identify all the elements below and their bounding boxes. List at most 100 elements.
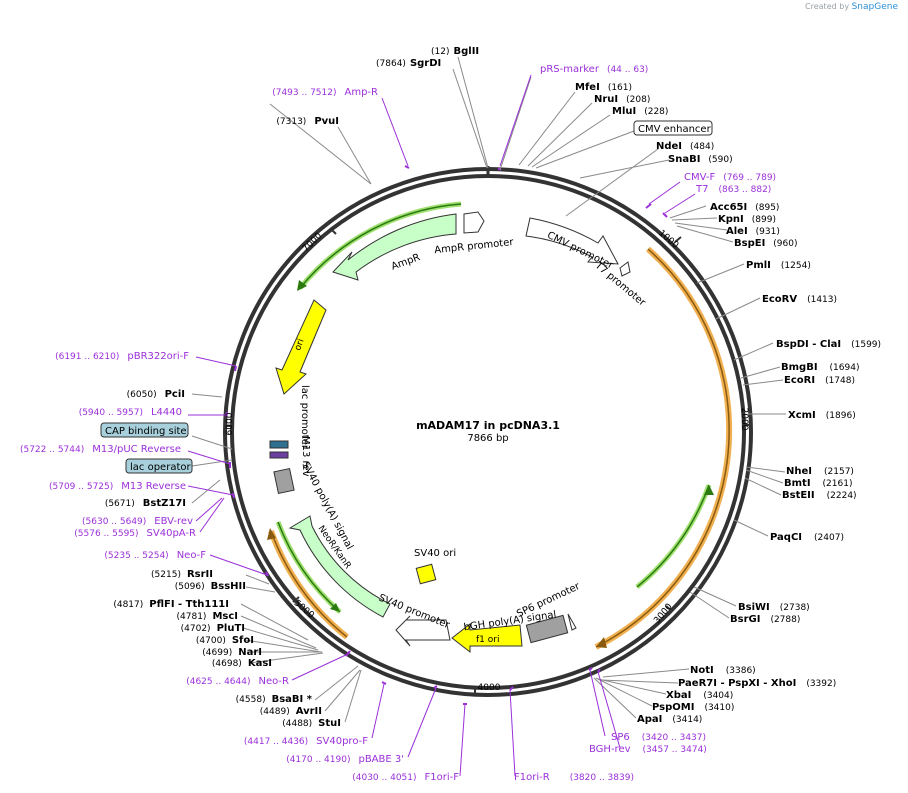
primer-label-sv40pa-r: (5576 .. 5595)SV40pA-R bbox=[74, 528, 196, 539]
site-label-nari: (4699)NarI bbox=[202, 647, 262, 658]
tick-label-2000: 2000 bbox=[739, 408, 749, 431]
site-label-sfoi: (4700)SfoI bbox=[196, 635, 254, 646]
primer-label-neo-f: (5235 .. 5254)Neo-F bbox=[104, 550, 206, 561]
site-label-bspdi-clai: BspDI - ClaI(1599) bbox=[776, 339, 881, 350]
primer-label-ebv-rev: (5630 .. 5649)EBV-rev bbox=[82, 516, 193, 527]
primer-label-pbabe-3: (4170 .. 4190)pBABE 3' bbox=[286, 754, 404, 765]
site-label-bsrgi: BsrGI(2788) bbox=[730, 614, 800, 625]
site-label-apai: ApaI(3414) bbox=[637, 714, 702, 725]
site-label-kpni: KpnI(899) bbox=[718, 214, 776, 225]
ampr-promoter-arrow bbox=[463, 211, 485, 234]
site-label-nhei: NheI(2157) bbox=[786, 466, 854, 477]
lac-operator-label-box bbox=[125, 458, 193, 474]
primer-label-f1ori-r: F1ori-R(3820 .. 3839) bbox=[514, 772, 634, 783]
feature-label-m13-rev: M13 rev bbox=[300, 436, 311, 477]
site-label-rsrii: (5215)RsrII bbox=[151, 569, 213, 580]
feature-label-ampr-promoter: AmpR promoter bbox=[434, 237, 515, 256]
feature-label-sv40-ori: SV40 ori bbox=[414, 548, 456, 559]
orf-arcs bbox=[267, 201, 733, 650]
site-label-acc65i: Acc65I(895) bbox=[710, 202, 779, 213]
site-label-mlui: MluI(228) bbox=[612, 106, 668, 117]
site-label-pcii: (6050)PciI bbox=[127, 389, 185, 400]
feature-label-lac-operator: lac operator bbox=[130, 462, 191, 473]
site-label-xcmi: XcmI(1896) bbox=[788, 410, 856, 421]
site-label-pvui: (7313)PvuI bbox=[276, 116, 339, 127]
feature-label-cmv-enhancer: CMV enhancer bbox=[638, 124, 712, 135]
site-label-pflfi-tth111i: (4817)PflFI - Tth111I bbox=[113, 599, 229, 610]
primer-label-sv40pro-f: (4417 .. 4436)SV40pro-F bbox=[244, 736, 368, 747]
primer-label-l4440: (5940 .. 5957)L4440 bbox=[79, 407, 182, 418]
site-label-msci: (4781)MscI bbox=[177, 611, 239, 622]
tick-label-7000: 7000 bbox=[301, 231, 324, 254]
site-label-bmgbi: BmgBI(1694) bbox=[781, 362, 859, 373]
left-labels: (7493 .. 7512)Amp-R (7313)PvuI (6191 .. … bbox=[20, 87, 459, 783]
site-label-bsshii: (5096)BssHII bbox=[175, 581, 246, 592]
cap-binding-site-box bbox=[100, 422, 189, 438]
primer-label-pbr322ori-f: (6191 .. 6210)pBR322ori-F bbox=[55, 351, 189, 362]
feature-label-ampr: AmpR bbox=[390, 252, 422, 273]
cmv-enhancer-box bbox=[633, 120, 713, 136]
primer-label-m13-puc-reverse: (5722 .. 5744)M13/pUC Reverse bbox=[20, 444, 181, 455]
ampr-arrow bbox=[332, 213, 457, 281]
site-label-kasi: (4698)KasI bbox=[212, 658, 272, 669]
site-label-paer7i-pspxi-xhoi: PaeR7I - PspXI - XhoI(3392) bbox=[678, 678, 836, 689]
sv40-ori-box bbox=[415, 563, 437, 585]
tick-label-6000: 6000 bbox=[225, 412, 235, 435]
sv40-polya-box bbox=[273, 467, 295, 495]
boxed-labels: CAP binding site lac operator bbox=[100, 422, 193, 474]
bgh-polya-box bbox=[525, 614, 569, 644]
site-label-ecorv: EcoRV(1413) bbox=[762, 294, 837, 305]
site-label-noti: NotI(3386) bbox=[690, 665, 756, 676]
site-label-ecori: EcoRI(1748) bbox=[784, 375, 855, 386]
primer-label-m13-reverse: (5709 .. 5725)M13 Reverse bbox=[49, 481, 186, 492]
primer-label-bgh-rev: BGH-rev(3457 .. 3474) bbox=[589, 744, 707, 755]
feature-label-cap-binding-site: CAP binding site bbox=[105, 426, 187, 437]
feature-label-f1-ori: f1 ori bbox=[476, 635, 499, 645]
cmv-promoter-arrow bbox=[525, 217, 619, 265]
site-label-avrii: (4489)AvrII bbox=[260, 706, 322, 717]
neor-arrow bbox=[288, 515, 391, 618]
site-label-pluti: (4702)PluTI bbox=[181, 623, 245, 634]
site-label-nrui: NruI(208) bbox=[594, 94, 650, 105]
feature-label-ori: ori bbox=[293, 338, 306, 352]
sv40-promoter-arrow bbox=[395, 615, 451, 647]
site-label-pspomi: PspOMI(3410) bbox=[652, 702, 734, 713]
primer-label-t7: T7(863 .. 882) bbox=[695, 184, 771, 195]
site-label-sgrdi: (7864)SgrDI bbox=[376, 58, 441, 69]
cap-box bbox=[269, 440, 289, 449]
primer-leaders bbox=[187, 74, 696, 777]
feature-shapes bbox=[269, 211, 631, 654]
credit-prefix: Created by bbox=[805, 2, 850, 11]
site-label-snabi: SnaBI(590) bbox=[668, 154, 733, 165]
feature-label-t7-promoter: T7 promoter bbox=[592, 260, 648, 310]
site-label-paqci: PaqCI(2407) bbox=[770, 532, 844, 543]
ori-arrow bbox=[275, 299, 327, 395]
credit: Created by SnapGene bbox=[805, 2, 898, 12]
leader-lines bbox=[191, 56, 786, 723]
primer-label-cmv-f: CMV-F(769 .. 789) bbox=[684, 172, 776, 183]
primer-label-sp6: SP6(3420 .. 3437) bbox=[611, 732, 706, 743]
site-label-bsteii: BstEII(2224) bbox=[782, 490, 857, 501]
site-label-mfei: MfeI(161) bbox=[575, 82, 632, 93]
map-title: mADAM17 in pcDNA3.1 bbox=[416, 419, 560, 432]
site-label-alei: AleI(931) bbox=[726, 226, 780, 237]
site-label-bglii: (12)BglII bbox=[431, 46, 479, 57]
feature-label-lac-promoter: lac promoter bbox=[299, 385, 310, 450]
lac-operator-box bbox=[269, 451, 289, 459]
tick-label-4000: 4000 bbox=[478, 683, 501, 693]
site-label-bspei: BspEI(960) bbox=[734, 238, 798, 249]
site-label-stui: (4488)StuI bbox=[282, 718, 341, 729]
map-length: 7866 bp bbox=[467, 433, 508, 444]
site-label-xbai: XbaI(3404) bbox=[666, 690, 733, 701]
primer-label-f1ori-f: (4030 .. 4051)F1ori-F bbox=[352, 772, 459, 783]
site-label-bsiwi: BsiWI(2738) bbox=[738, 602, 810, 613]
t7-promoter-arrow bbox=[619, 261, 631, 277]
site-label-pmli: PmlI(1254) bbox=[746, 260, 811, 271]
sp6-promoter-arrow bbox=[567, 613, 577, 631]
site-label-bstz17i: (5671)BstZ17I bbox=[105, 498, 186, 509]
primer-label-prs-marker: pRS-marker(44 .. 63) bbox=[540, 64, 648, 75]
site-label-bmti: BmtI(2161) bbox=[784, 478, 852, 489]
primer-label-amp-r: (7493 .. 7512)Amp-R bbox=[272, 87, 378, 98]
right-labels: (12)BglII (7864)SgrDI pRS-marker(44 .. 6… bbox=[376, 46, 881, 783]
